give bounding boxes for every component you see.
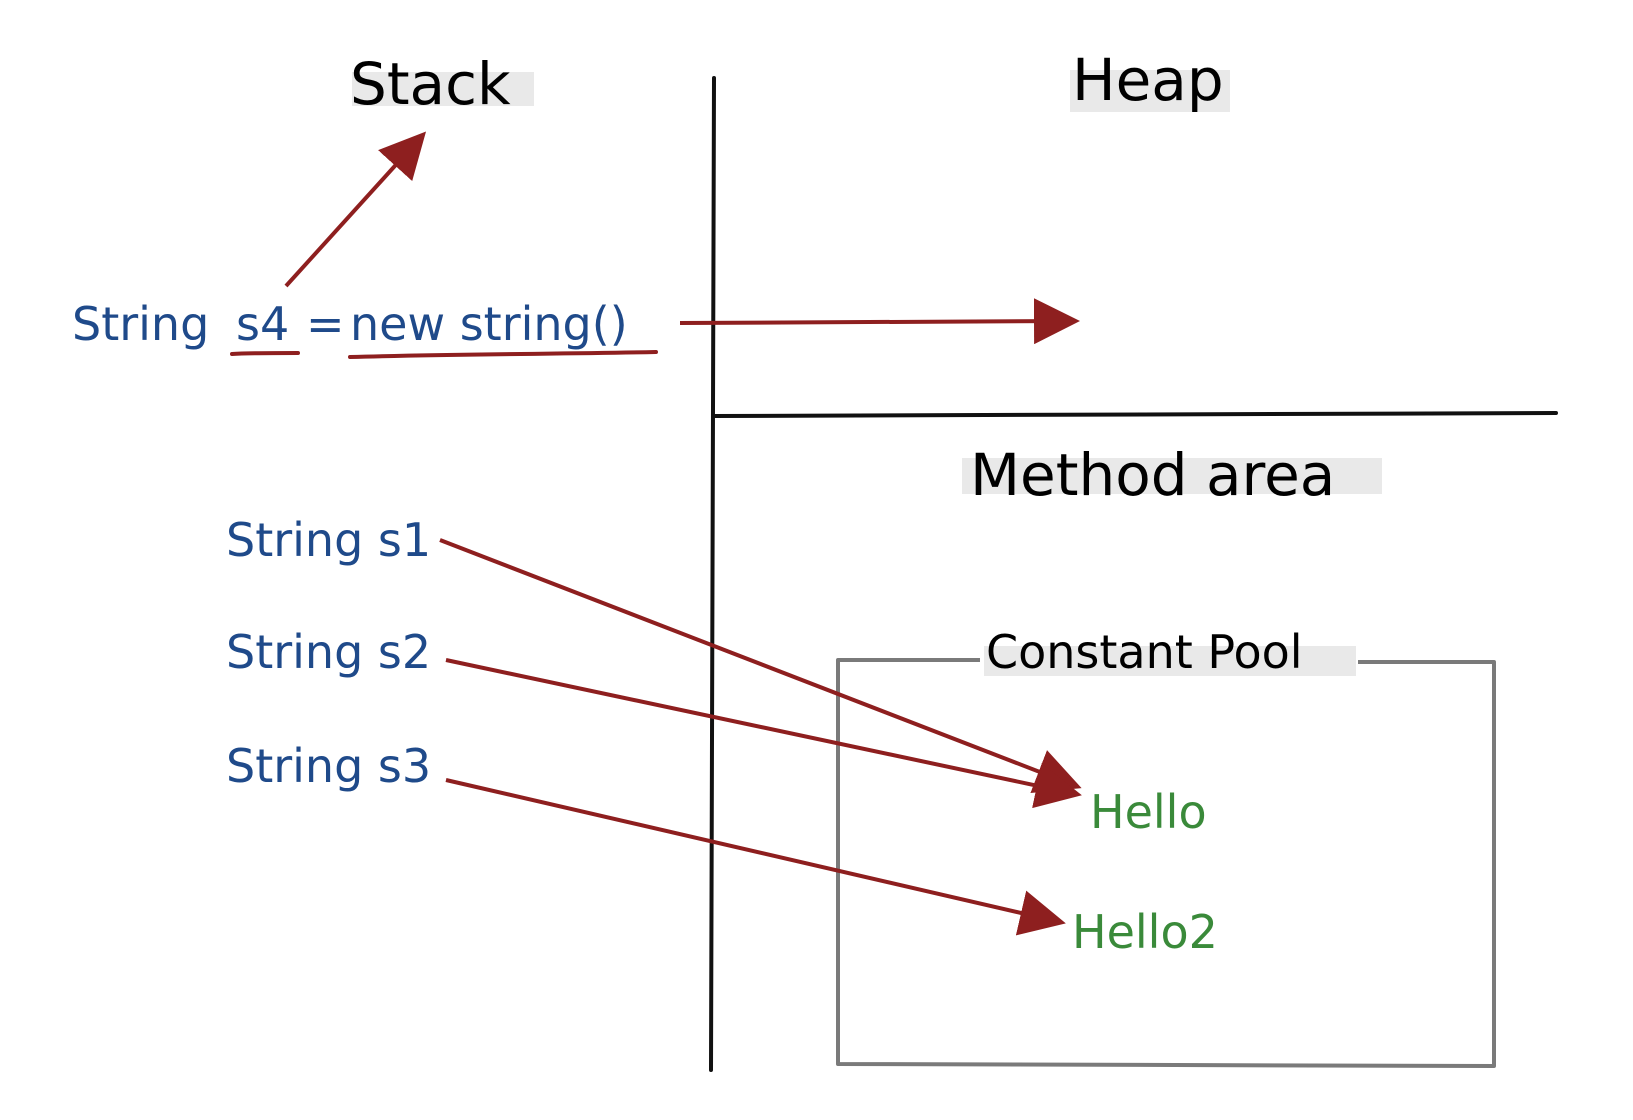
s3-declaration: String s3	[226, 739, 431, 793]
s4-name: s4	[236, 297, 289, 351]
arrow-s3-to-hello2	[445, 778, 1066, 936]
arrow-s4-to-stack	[284, 131, 427, 288]
method-area-heading: Method area	[970, 441, 1335, 509]
s4-expression-underline	[348, 350, 658, 359]
stack-heading: Stack	[350, 50, 511, 118]
heap-method-area-divider	[712, 411, 1558, 418]
heap-heading: Heap	[1072, 46, 1224, 114]
s2-declaration: String s2	[226, 625, 431, 679]
s4-name-underline	[230, 351, 300, 356]
s4-type: String	[72, 297, 209, 351]
pool-value-hello2: Hello2	[1072, 905, 1218, 959]
method-area-heading-shade	[962, 458, 1382, 494]
pool-value-hello: Hello	[1090, 785, 1207, 839]
constant-pool-label: Constant Pool	[986, 625, 1303, 679]
constant-pool-box	[836, 658, 1496, 1068]
arrow-s4-to-heap	[679, 298, 1080, 345]
constant-pool-label-shade	[984, 646, 1356, 676]
stack-heading-shade	[352, 72, 534, 106]
arrow-s1-to-hello	[439, 538, 1082, 794]
s4-expression: new string()	[350, 297, 628, 351]
s4-equals: =	[306, 297, 345, 351]
heap-heading-shade	[1070, 70, 1230, 112]
s1-declaration: String s1	[226, 513, 431, 567]
s4-declaration: String s4 = new string()	[72, 297, 628, 351]
stack-heap-divider	[709, 76, 716, 1072]
arrow-s2-to-hello	[445, 658, 1082, 809]
